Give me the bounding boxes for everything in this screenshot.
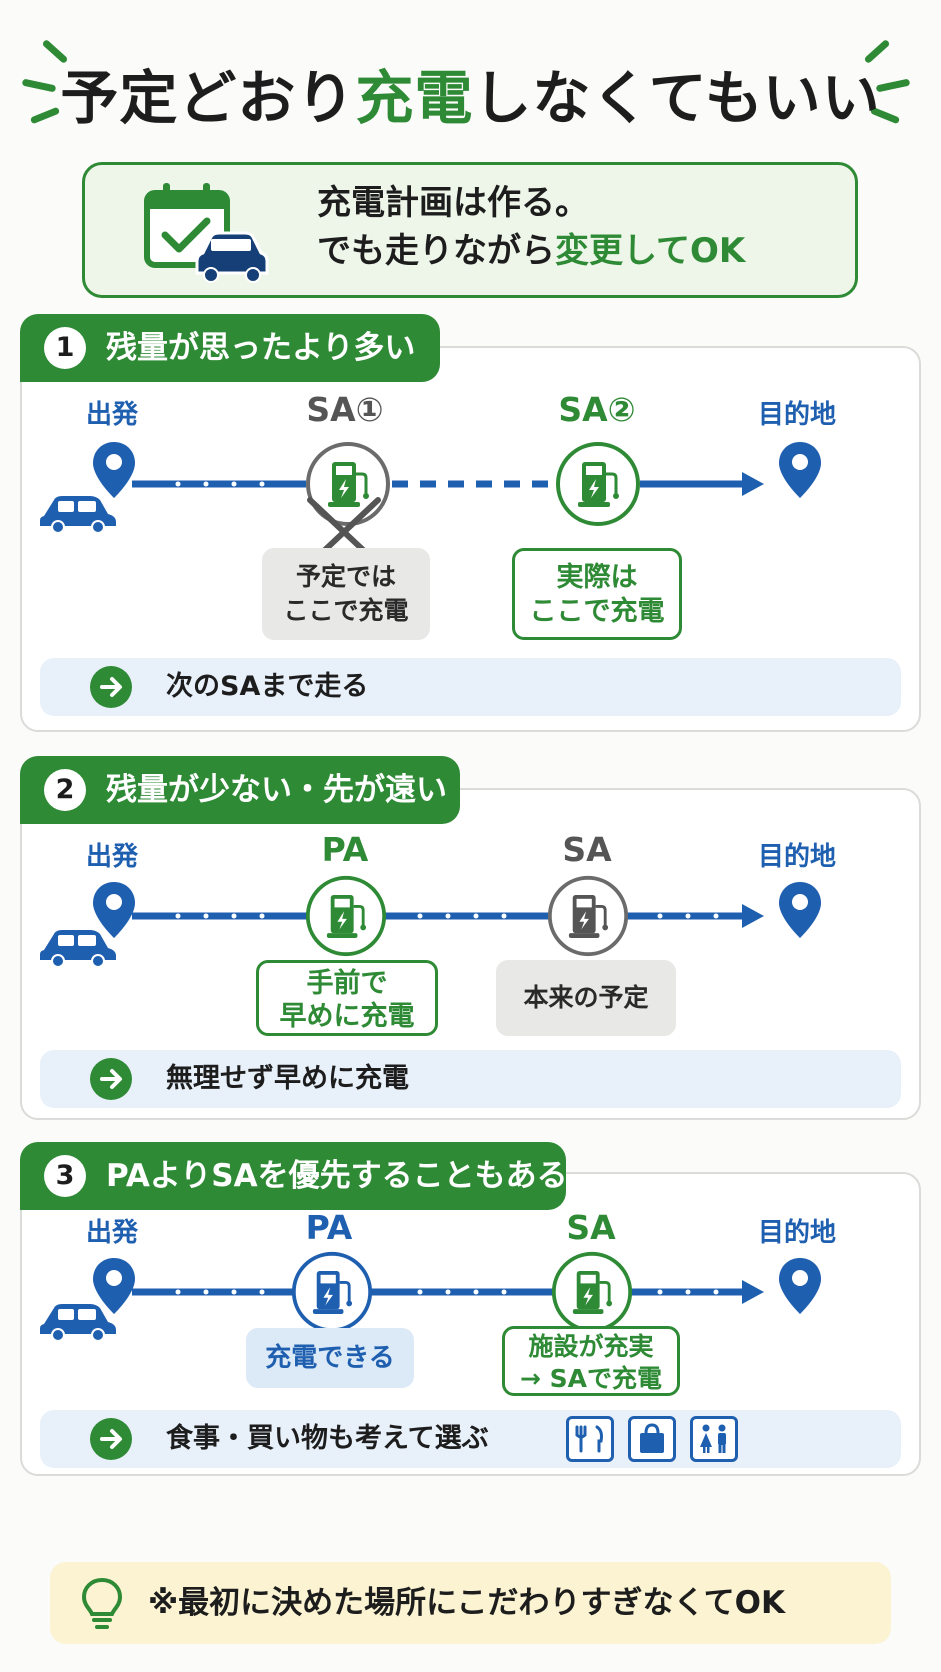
tip-text: 食事・買い物も考えて選ぶ: [166, 1423, 489, 1454]
route-line-3: [132, 1280, 764, 1304]
footer-text: ※最初に決めた場所にこだわりすぎなくてOK: [148, 1585, 785, 1621]
stop-2-label: SA②: [558, 390, 636, 429]
car-icon: [40, 930, 116, 968]
arrow-right-icon: [90, 666, 132, 708]
charging-station-icon: [305, 875, 387, 957]
arrow-right-icon: [90, 1418, 132, 1460]
end-label: 目的地: [757, 842, 836, 872]
start-label: 出発: [85, 1218, 138, 1248]
car-icon: [40, 496, 116, 534]
arrow-right-icon: [90, 1058, 132, 1100]
hero-line-1: 充電計画は作る。: [317, 183, 589, 223]
tip-bar-1: 次のSAまで走る: [40, 658, 901, 716]
start-label: 出発: [85, 400, 138, 430]
route-line-1: [132, 472, 764, 496]
section-heading: PAよりSAを優先することもある: [106, 1158, 568, 1194]
title-area: 予定どおり充電しなくてもいい: [0, 0, 941, 150]
section-number: 3: [44, 1155, 86, 1197]
charging-station-icon: [551, 1251, 633, 1333]
end-label: 目的地: [757, 400, 836, 430]
tip-text: 次のSAまで走る: [166, 671, 369, 702]
callout-actual: 実際は ここで充電: [512, 548, 682, 640]
tip-bar-2: 無理せず早めに充電: [40, 1050, 901, 1108]
charging-station-icon: [556, 442, 640, 526]
callout-facility-rich: 施設が充実 → SAで充電: [502, 1326, 680, 1396]
destination-pin-icon: [779, 442, 821, 498]
section-number: 1: [44, 327, 86, 369]
destination-pin-icon: [779, 882, 821, 938]
section-heading: 残量が思ったより多い: [106, 330, 416, 366]
tip-text: 無理せず早めに充電: [166, 1063, 409, 1094]
section-heading: 残量が少ない・先が遠い: [106, 772, 447, 808]
destination-pin-icon: [779, 1258, 821, 1314]
location-pin-icon: [93, 882, 135, 938]
end-label: 目的地: [757, 1218, 836, 1248]
hero-message-box: 充電計画は作る。 でも走りながら変更してOK: [82, 162, 858, 298]
callout-original-plan: 本来の予定: [496, 960, 676, 1036]
stop-1-label: PA: [321, 830, 369, 869]
tip-bar-3: 食事・買い物も考えて選ぶ: [40, 1410, 901, 1468]
footer-note: ※最初に決めた場所にこだわりすぎなくてOK: [50, 1562, 891, 1644]
charging-station-icon: [291, 1251, 373, 1333]
stop-2-label: SA: [566, 1208, 616, 1247]
shopping-bag-icon: [628, 1416, 676, 1462]
section-3-tab: 3 PAよりSAを優先することもある: [20, 1142, 568, 1210]
stop-1-label: PA: [305, 1208, 353, 1247]
calendar-car-icon: [144, 183, 269, 283]
charging-station-icon: [306, 442, 390, 526]
section-number: 2: [44, 769, 86, 811]
section-2-tab: 2 残量が少ない・先が遠い: [20, 756, 460, 824]
hero-line-2: でも走りながら変更してOK: [317, 231, 746, 271]
car-icon: [40, 1304, 116, 1342]
restaurant-icon: [566, 1416, 614, 1462]
stop-2-label: SA: [562, 830, 612, 869]
callout-planned: 予定では ここで充電: [262, 548, 430, 640]
restroom-icon: [690, 1416, 738, 1462]
stop-1-label: SA①: [306, 390, 384, 429]
lightbulb-icon: [81, 1577, 123, 1629]
location-pin-icon: [93, 442, 135, 498]
charging-station-icon: [547, 875, 629, 957]
start-label: 出発: [85, 842, 138, 872]
route-line-2: [132, 904, 764, 928]
section-1-tab: 1 残量が思ったより多い: [20, 314, 440, 382]
callout-can-charge: 充電できる: [246, 1328, 414, 1388]
location-pin-icon: [93, 1258, 135, 1314]
callout-charge-early: 手前で 早めに充電: [256, 960, 438, 1036]
page-title: 予定どおり充電しなくてもいい: [60, 64, 881, 132]
